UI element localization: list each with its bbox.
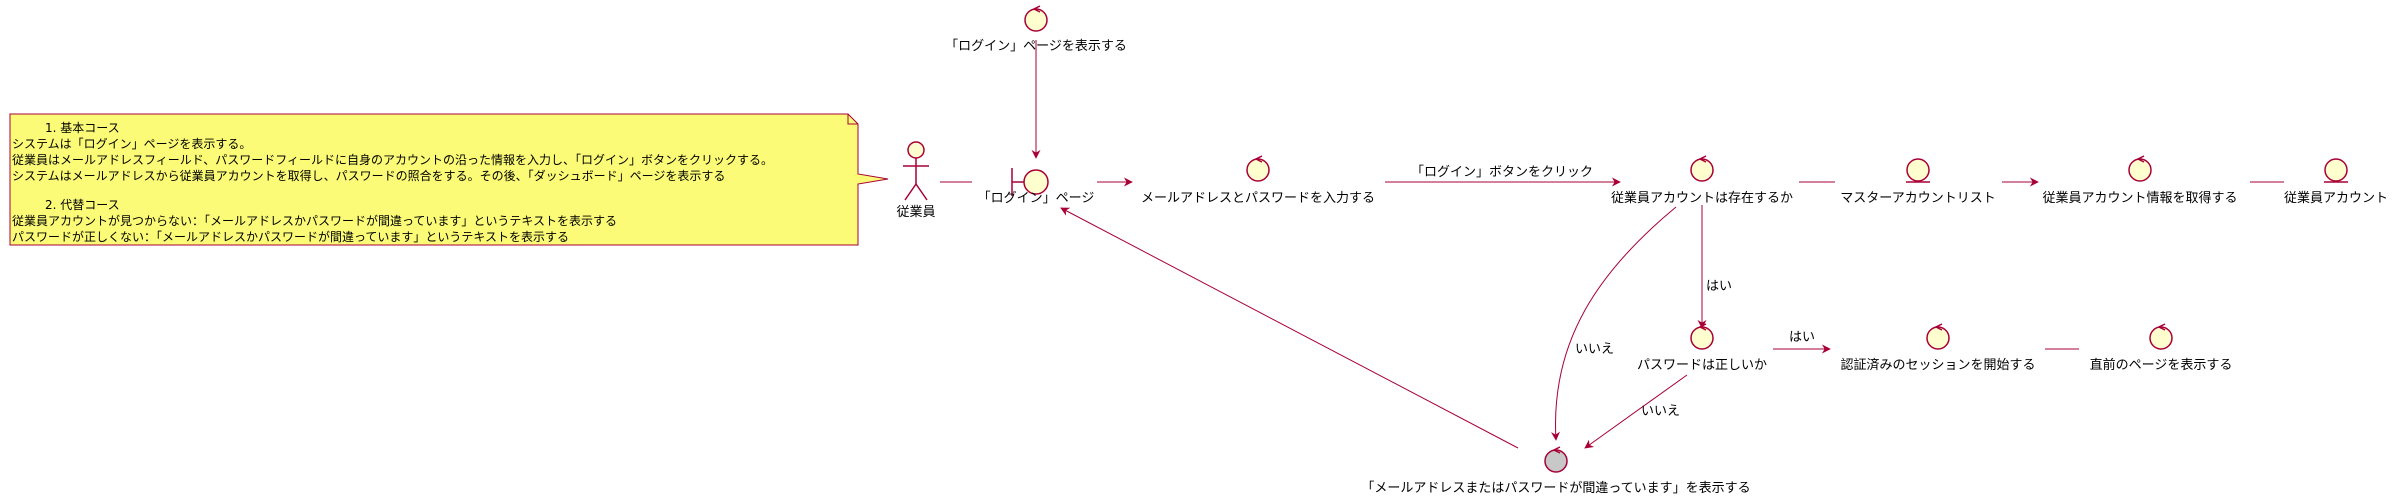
boundary-login-page [1011, 168, 1049, 196]
entity-employee-account [2324, 158, 2348, 183]
note-line-4: システムはメールアドレスから従業員アカウントを取得し、パスワードの照合をする。そ… [12, 168, 725, 183]
actor-employee [903, 141, 929, 201]
actor-leg-left [904, 183, 917, 201]
control-arrow-icon [1552, 446, 1561, 454]
edge-label-no-account: いいえ [1575, 342, 1614, 357]
control-circle-icon [1246, 158, 1270, 182]
control-account-exists [1690, 155, 1714, 182]
label-login-page: 「ログイン」ページ [978, 191, 1095, 206]
note-line-2: システムは「ログイン」ページを表示する。 [12, 137, 251, 151]
control-arrow-icon [1934, 323, 1943, 331]
note-line-7: 従業員アカウントが見つからない：「メールアドレスかパスワードが間違っています」と… [12, 213, 617, 228]
actor-label: 従業員 [896, 204, 935, 220]
control-circle-icon [1544, 449, 1568, 473]
label-password-correct: パスワードは正しいか [1637, 358, 1767, 373]
note-fold [847, 114, 858, 125]
edge-label-yes-password: はい [1789, 330, 1815, 345]
control-circle-icon [2149, 326, 2173, 350]
control-show-prev-page [2149, 323, 2173, 350]
control-circle-icon [1690, 326, 1714, 350]
label-start-session: 認証済みのセッションを開始する [1840, 357, 2035, 373]
entity-circle-icon [1906, 158, 1930, 182]
actor-head [907, 141, 925, 159]
control-arrow-icon [1698, 155, 1707, 163]
entity-circle-icon [2324, 158, 2348, 182]
control-arrow-icon [2136, 155, 2145, 163]
control-password-correct [1690, 323, 1714, 350]
label-get-account-info: 従業員アカウント情報を取得する [2042, 190, 2237, 206]
control-circle-icon [1690, 158, 1714, 182]
control-input-credentials [1246, 155, 1270, 182]
entity-master-list [1906, 158, 1930, 183]
control-arrow-icon [2157, 323, 2166, 331]
edge-password-to-error [1584, 374, 1688, 449]
label-show-error: 「メールアドレスまたはパスワードが間違っています」を表示する [1361, 481, 1750, 496]
note-line-6: 2. 代替コース [45, 198, 120, 212]
note-line-8: パスワードが正しくない：「メールアドレスかパスワードが間違っています」というテキ… [12, 229, 569, 244]
label-input-credentials: メールアドレスとパスワードを入力する [1141, 191, 1375, 206]
label-employee-account: 従業員アカウント [2284, 190, 2388, 206]
note-line-1: 1. 基本コース [45, 121, 120, 135]
control-circle-icon [1926, 326, 1950, 350]
control-arrow-icon [1698, 323, 1707, 331]
edge-exists-to-error [1551, 206, 1677, 441]
label-show-prev-page: 直前のページを表示する [2090, 357, 2233, 373]
edge-error-to-page [1060, 207, 1519, 449]
control-arrow-icon [1254, 155, 1263, 163]
edge-label-click-login: 「ログイン」ボタンをクリック [1411, 165, 1593, 180]
actor-leg-right [915, 183, 928, 201]
edge-label-no-password: いいえ [1641, 404, 1680, 419]
note-shape [9, 113, 889, 246]
edges [940, 40, 2284, 449]
control-start-session [1926, 323, 1950, 350]
label-show-login: 「ログイン」ページを表示する [945, 39, 1127, 54]
label-account-exists: 従業員アカウントは存在するか [1611, 190, 1793, 206]
boundary-circle-icon [1023, 169, 1049, 195]
control-circle-icon [1024, 8, 1048, 32]
note-line-3: 従業員はメールアドレスフィールド、パスワードフィールドに自身のアカウントの沿った… [12, 152, 773, 167]
use-case-note: 1. 基本コース システムは「ログイン」ページを表示する。 従業員はメールアドレ… [9, 113, 889, 246]
control-circle-icon [2128, 158, 2152, 182]
control-show-error [1544, 446, 1568, 473]
label-master-list: マスターアカウントリスト [1840, 191, 1995, 206]
control-get-account-info [2128, 155, 2152, 182]
edge-label-yes-account: はい [1706, 279, 1732, 294]
control-arrow-icon [1032, 5, 1041, 13]
control-show-login [1024, 5, 1048, 32]
